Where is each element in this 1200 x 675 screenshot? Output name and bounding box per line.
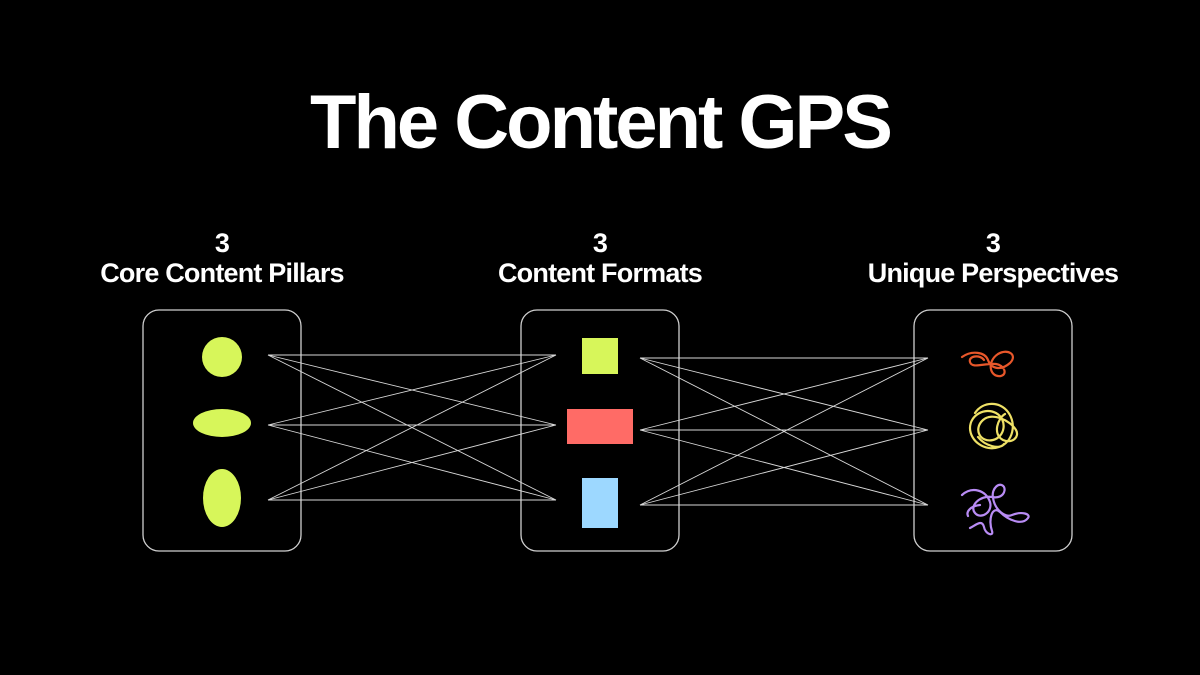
tall-ellipse-shape xyxy=(203,469,241,527)
formats-label: Content Formats xyxy=(497,258,703,288)
small-square-shape xyxy=(582,338,618,374)
connectors-right xyxy=(639,357,929,506)
orange-scribble-icon xyxy=(960,350,1014,378)
yellow-scribble-icon xyxy=(968,402,1019,450)
column-header-formats: 3 Content Formats xyxy=(400,228,800,288)
pillars-count: 3 xyxy=(214,228,230,258)
page-title: The Content GPS xyxy=(310,80,893,165)
pillars-label: Core Content Pillars xyxy=(100,258,344,288)
formats-count: 3 xyxy=(592,228,608,258)
circle-shape xyxy=(202,337,242,377)
column-header-pillars: 3 Core Content Pillars xyxy=(22,228,422,288)
perspectives-count: 3 xyxy=(985,228,1001,258)
formats-box xyxy=(520,309,680,552)
connectors-left xyxy=(267,354,557,501)
perspectives-label: Unique Perspectives xyxy=(867,258,1119,288)
pillars-box xyxy=(142,309,302,552)
flat-ellipse-shape xyxy=(193,409,251,437)
wide-rectangle-shape xyxy=(567,409,633,444)
tall-rectangle-shape xyxy=(582,478,618,528)
purple-scribble-icon xyxy=(960,483,1030,536)
perspectives-box xyxy=(913,309,1073,552)
column-header-perspectives: 3 Unique Perspectives xyxy=(793,228,1193,288)
